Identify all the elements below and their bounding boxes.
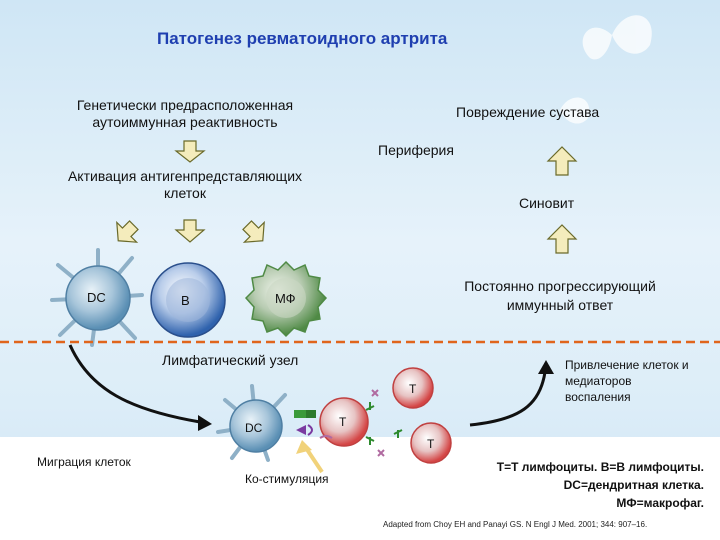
lymph-node-label: Лимфатический узел xyxy=(162,352,299,368)
citation: Adapted from Choy EH and Panayi GS. N En… xyxy=(383,520,648,529)
costimulation-molecules-icon xyxy=(294,410,316,436)
t-cell-lower-icon xyxy=(410,422,452,464)
legend-line-1: T=T лимфоциты. B=B лимфоциты. xyxy=(496,460,704,474)
t-cell-upper-icon xyxy=(392,367,434,409)
bottom-band xyxy=(0,437,720,540)
costimulation-arrow-icon xyxy=(296,440,324,474)
b-cell-label: B xyxy=(181,293,190,308)
t-cell-upper-label: T xyxy=(409,382,417,396)
periphery-label: Периферия xyxy=(378,142,454,158)
recruitment-label-2: медиаторов xyxy=(565,374,632,388)
recruitment-label-1: Привлечение клеток и xyxy=(565,358,689,372)
arrow-up-icon xyxy=(546,224,578,254)
progressive-response-label-2: иммунный ответ xyxy=(506,297,614,313)
costimulation-label: Ко-стимуляция xyxy=(245,472,329,486)
macrophage-label: МФ xyxy=(275,291,296,306)
dc-lymph-label: DC xyxy=(245,421,263,435)
apc-activation-label-2: клеток xyxy=(164,185,206,201)
legend-line-3: МФ=макрофаг. xyxy=(616,496,704,510)
migration-arrow-icon xyxy=(68,344,212,431)
t-cell-lymph-label: T xyxy=(339,415,347,429)
genetic-predisposition-label-1: Генетически предрасположенная xyxy=(76,97,294,113)
arrow-diagonal-right-icon xyxy=(242,220,265,243)
arrow-up-icon xyxy=(546,146,578,176)
butterfly-decoration xyxy=(560,15,652,124)
dc-cell-icon xyxy=(50,248,144,347)
dc-cell-lymph-icon xyxy=(216,384,287,462)
recruitment-arrow-icon xyxy=(469,360,554,427)
arrow-diagonal-left-icon xyxy=(116,220,139,243)
apc-activation-label-1: Активация антигенпредставляющих xyxy=(67,168,303,184)
dc-label: DC xyxy=(87,290,106,305)
progressive-response-label-1: Постоянно прогрессирующий xyxy=(464,278,656,294)
page-title: Патогенез ревматоидного артрита xyxy=(157,29,448,48)
receptor-icons xyxy=(365,389,403,457)
macrophage-cell-icon xyxy=(244,260,328,338)
synovitis-label: Синовит xyxy=(519,195,575,211)
recruitment-label-3: воспаления xyxy=(565,390,631,404)
genetic-predisposition-label-2: аутоиммунная реактивность xyxy=(92,114,278,130)
b-cell-icon xyxy=(150,262,226,338)
legend-line-2: DC=дендритная клетка. xyxy=(563,478,704,492)
joint-damage-label: Повреждение сустава xyxy=(456,104,600,120)
arrow-down-icon xyxy=(174,140,206,163)
t-cell-lymph-icon xyxy=(319,397,369,447)
migration-label: Миграция клеток xyxy=(37,455,131,469)
arrow-down-icon xyxy=(174,219,206,243)
t-cell-lower-label: T xyxy=(427,437,435,451)
